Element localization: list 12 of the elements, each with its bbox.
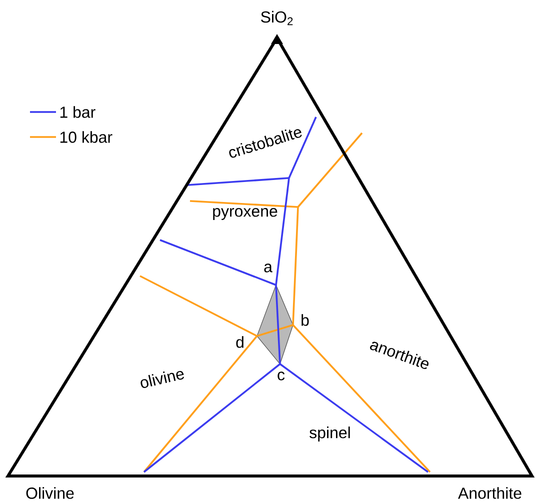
corner-label: Anorthite xyxy=(458,487,522,499)
point-label: c xyxy=(278,372,285,380)
point-label: a xyxy=(264,264,272,272)
legend-text: 1 bar xyxy=(60,106,96,118)
point-label: d xyxy=(236,336,244,348)
field-label: spinel xyxy=(310,426,350,442)
field-label: pyroxene xyxy=(213,208,278,220)
corner-label: Olivine xyxy=(26,487,74,499)
field-label: olivine xyxy=(140,370,184,388)
legend-text: 10 kbar xyxy=(60,131,112,143)
point-label: b xyxy=(302,314,309,326)
label-text: SiO$_{2}$ xyxy=(261,10,293,26)
